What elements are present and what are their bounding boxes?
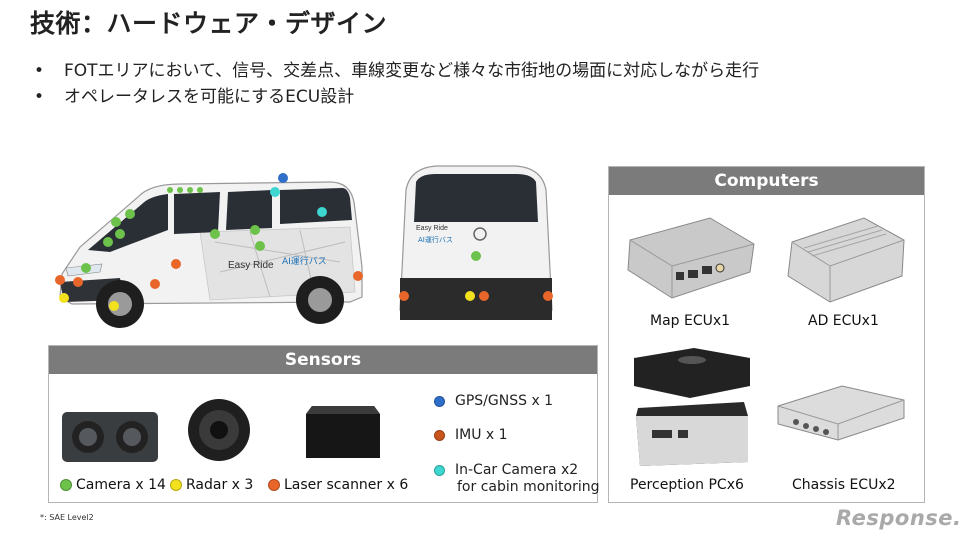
chassis-ecu-caption: Chassis ECUx2 (792, 477, 896, 493)
sensor-dots-side (55, 173, 363, 311)
map-ecu-caption: Map ECUx1 (650, 313, 731, 329)
radar-image (188, 399, 250, 461)
page-title: 技術：ハードウェア・デザイン (30, 9, 388, 38)
side-logo: Easy Ride (228, 260, 274, 271)
side-logo-2: AI運行バス (282, 255, 327, 267)
sensors-header: Sensors (49, 346, 597, 374)
rear-logo-2: AI運行バス (418, 235, 453, 244)
computers-header: Computers (609, 167, 924, 195)
laser-scanner-image (306, 406, 380, 458)
imu-item: IMU x 1 (434, 427, 508, 444)
ad-ecu-caption: AD ECUx1 (808, 313, 879, 329)
footnote: *: SAE Level2 (40, 513, 94, 522)
perception-pc-caption: Perception PCx6 (630, 477, 744, 493)
bullet-item: FOTエリアにおいて、信号、交差点、車線変更など様々な市街地の場面に対応しながら… (30, 58, 759, 84)
gps-label: GPS/GNSS x 1 (455, 393, 554, 409)
gps-dot (434, 395, 445, 407)
gps-item: GPS/GNSS x 1 (434, 393, 553, 410)
laser-dot (268, 479, 280, 491)
radar-label: Radar x 3 (186, 477, 254, 493)
perception-pc-image (634, 348, 750, 466)
response-logo: Response. (836, 506, 962, 530)
camera-label: Camera x 14 (76, 477, 166, 493)
incar-label-2: for cabin monitoring (457, 479, 600, 495)
incar-dot (434, 464, 445, 476)
bullet-item: オペレータレスを可能にするECU設計 (30, 84, 759, 110)
chassis-ecu-image (777, 385, 905, 441)
incar-label-1: In-Car Camera x2 (455, 462, 579, 478)
radar-caption: Radar x 3 (170, 477, 253, 493)
camera-dot (60, 479, 72, 491)
bullet-list: FOTエリアにおいて、信号、交差点、車線変更など様々な市街地の場面に対応しながら… (30, 58, 759, 110)
van-side-illustration: Easy Ride AI運行バス (55, 173, 363, 328)
van-rear-illustration: Easy Ride AI運行バス (399, 165, 553, 320)
rear-logo: Easy Ride (416, 225, 448, 232)
imu-dot (434, 429, 445, 441)
ad-ecu-image (787, 217, 905, 303)
camera-caption: Camera x 14 (60, 477, 166, 493)
map-ecu-image (627, 217, 755, 299)
camera-image (62, 412, 158, 462)
radar-dot (170, 479, 182, 491)
incar-camera-item: In-Car Camera x2 for cabin monitoring (434, 462, 600, 496)
laser-label: Laser scanner x 6 (284, 477, 409, 493)
imu-label: IMU x 1 (455, 427, 508, 443)
laser-caption: Laser scanner x 6 (268, 477, 408, 493)
